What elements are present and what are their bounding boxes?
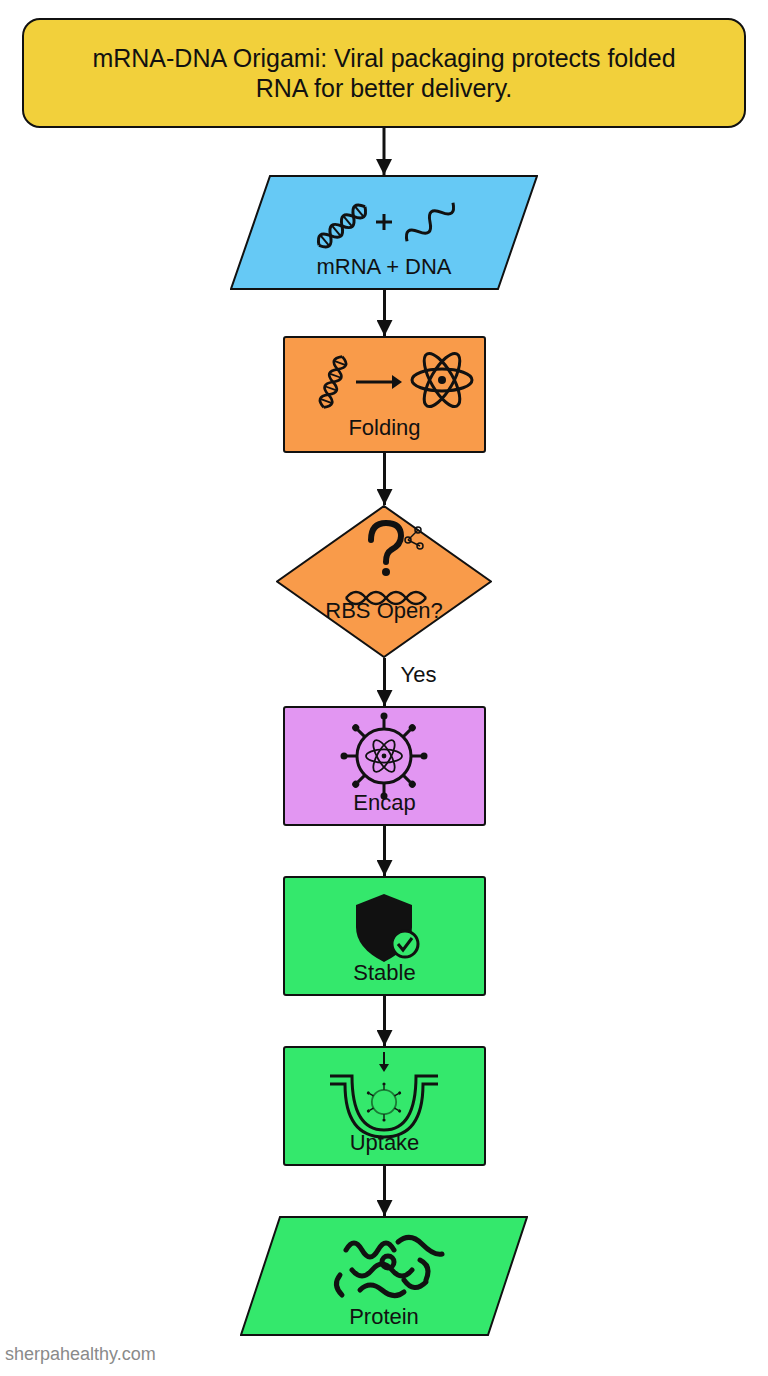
- edge-label: Yes: [401, 662, 437, 688]
- icon-part: [382, 1114, 385, 1121]
- icon-part: [366, 1082, 401, 1121]
- flow-arrow: [383, 826, 386, 876]
- icon-part: [405, 537, 411, 543]
- icon-part: [417, 543, 423, 549]
- icon-part: [383, 1052, 385, 1066]
- output-parallelogram: Protein: [240, 1216, 528, 1336]
- icon-part: [346, 592, 426, 604]
- title-box: mRNA-DNA Origami: Viral packaging protec…: [22, 18, 746, 128]
- node-label: Protein: [349, 1304, 419, 1330]
- protein-icon: [336, 1237, 442, 1295]
- diamond-outline: [276, 505, 492, 658]
- shield-icon: [356, 894, 418, 962]
- icon-part: [346, 1243, 394, 1257]
- icon-part: [394, 1091, 402, 1097]
- icon-part: [366, 1091, 374, 1097]
- shape-fill: [231, 176, 537, 289]
- icon-part: [356, 381, 396, 384]
- shape-fill: [277, 506, 491, 657]
- icon-part: [381, 783, 388, 800]
- node-label: Folding: [348, 415, 420, 441]
- dna-rna-icon: [315, 197, 458, 250]
- flow-arrow: [383, 658, 386, 706]
- icon-part: [379, 1064, 389, 1072]
- icon-part: [392, 375, 402, 389]
- question-icon: [346, 523, 426, 604]
- icon-part: [330, 1076, 438, 1130]
- watermark: sherpahealthy.com: [5, 1344, 156, 1365]
- icon-part: [411, 753, 428, 760]
- icon-part: [404, 1280, 426, 1288]
- icon-part: [336, 1275, 342, 1295]
- icon-part: [392, 931, 418, 957]
- node-label: RBS Open?: [325, 598, 442, 624]
- icon-part: [401, 773, 418, 790]
- icon-part: [408, 530, 418, 540]
- icon-part: [351, 723, 368, 740]
- icon-part: [403, 197, 458, 246]
- icon-part: [398, 1237, 442, 1254]
- icon-part: [351, 773, 368, 790]
- icon-part: [366, 737, 402, 775]
- flow-arrow: [383, 996, 386, 1046]
- icon-part: [382, 1082, 385, 1089]
- icon-part: [401, 723, 418, 740]
- icon-part: [371, 523, 401, 562]
- decision-diamond: RBS Open?: [276, 505, 492, 658]
- flow-arrow: [383, 1166, 386, 1216]
- icon-part: [318, 354, 348, 409]
- process-box: Uptake: [283, 1046, 486, 1166]
- flow-arrow: [383, 290, 386, 336]
- icon-part: [381, 713, 388, 730]
- node-label: Encap: [353, 790, 415, 816]
- icon-part: [360, 1285, 404, 1296]
- icon-part: [315, 201, 370, 250]
- icon-part: [372, 1090, 396, 1114]
- icon-part: [383, 214, 386, 230]
- icon-part: [366, 1107, 374, 1113]
- process-box: Encap: [283, 706, 486, 826]
- icon-part: [415, 527, 421, 533]
- folding-icon: [318, 349, 472, 412]
- icon-part: [382, 1256, 394, 1268]
- process-box: Stable: [283, 876, 486, 996]
- icon-part: [356, 894, 412, 962]
- icon-part: [341, 753, 358, 760]
- shape-fill: [241, 1217, 527, 1335]
- icon-part: [412, 349, 472, 412]
- title-text: mRNA-DNA Origami: Viral packaging protec…: [91, 43, 677, 103]
- icon-part: [352, 1264, 412, 1276]
- icon-part: [382, 568, 390, 576]
- node-label: Uptake: [350, 1130, 420, 1156]
- virus-icon: [341, 713, 428, 800]
- node-label: mRNA + DNA: [316, 254, 451, 280]
- icon-part: [398, 938, 412, 950]
- node-label: Stable: [353, 960, 415, 986]
- flow-arrow: [383, 453, 386, 505]
- icon-part: [357, 729, 411, 783]
- icon-part: [420, 1260, 428, 1280]
- uptake-icon: [330, 1052, 438, 1137]
- process-box: Folding: [283, 336, 486, 453]
- icon-part: [330, 1084, 438, 1137]
- icon-part: [394, 1107, 402, 1113]
- flow-arrow: [383, 128, 386, 175]
- icon-part: [408, 540, 420, 546]
- icon-part: [346, 592, 426, 604]
- input-parallelogram: mRNA + DNA: [230, 175, 538, 290]
- icon-part: [376, 221, 392, 224]
